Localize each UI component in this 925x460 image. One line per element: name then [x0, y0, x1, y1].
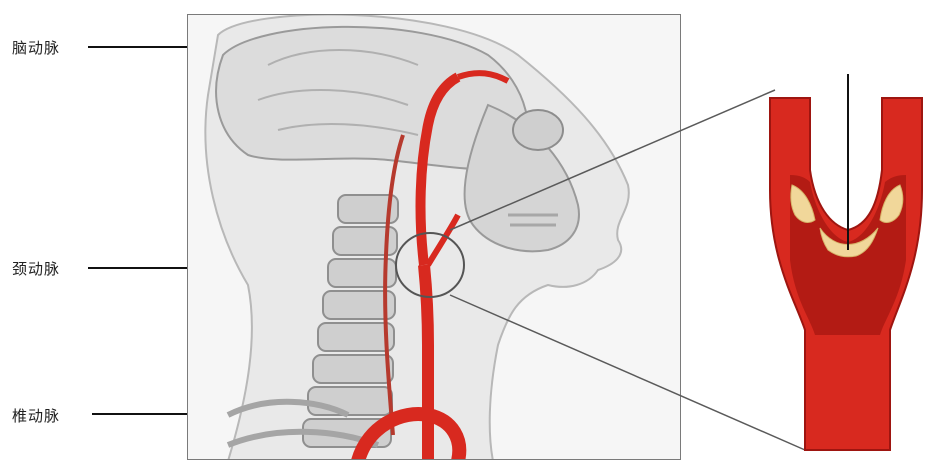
enlarged-carotid-bifurcation: [770, 74, 922, 450]
